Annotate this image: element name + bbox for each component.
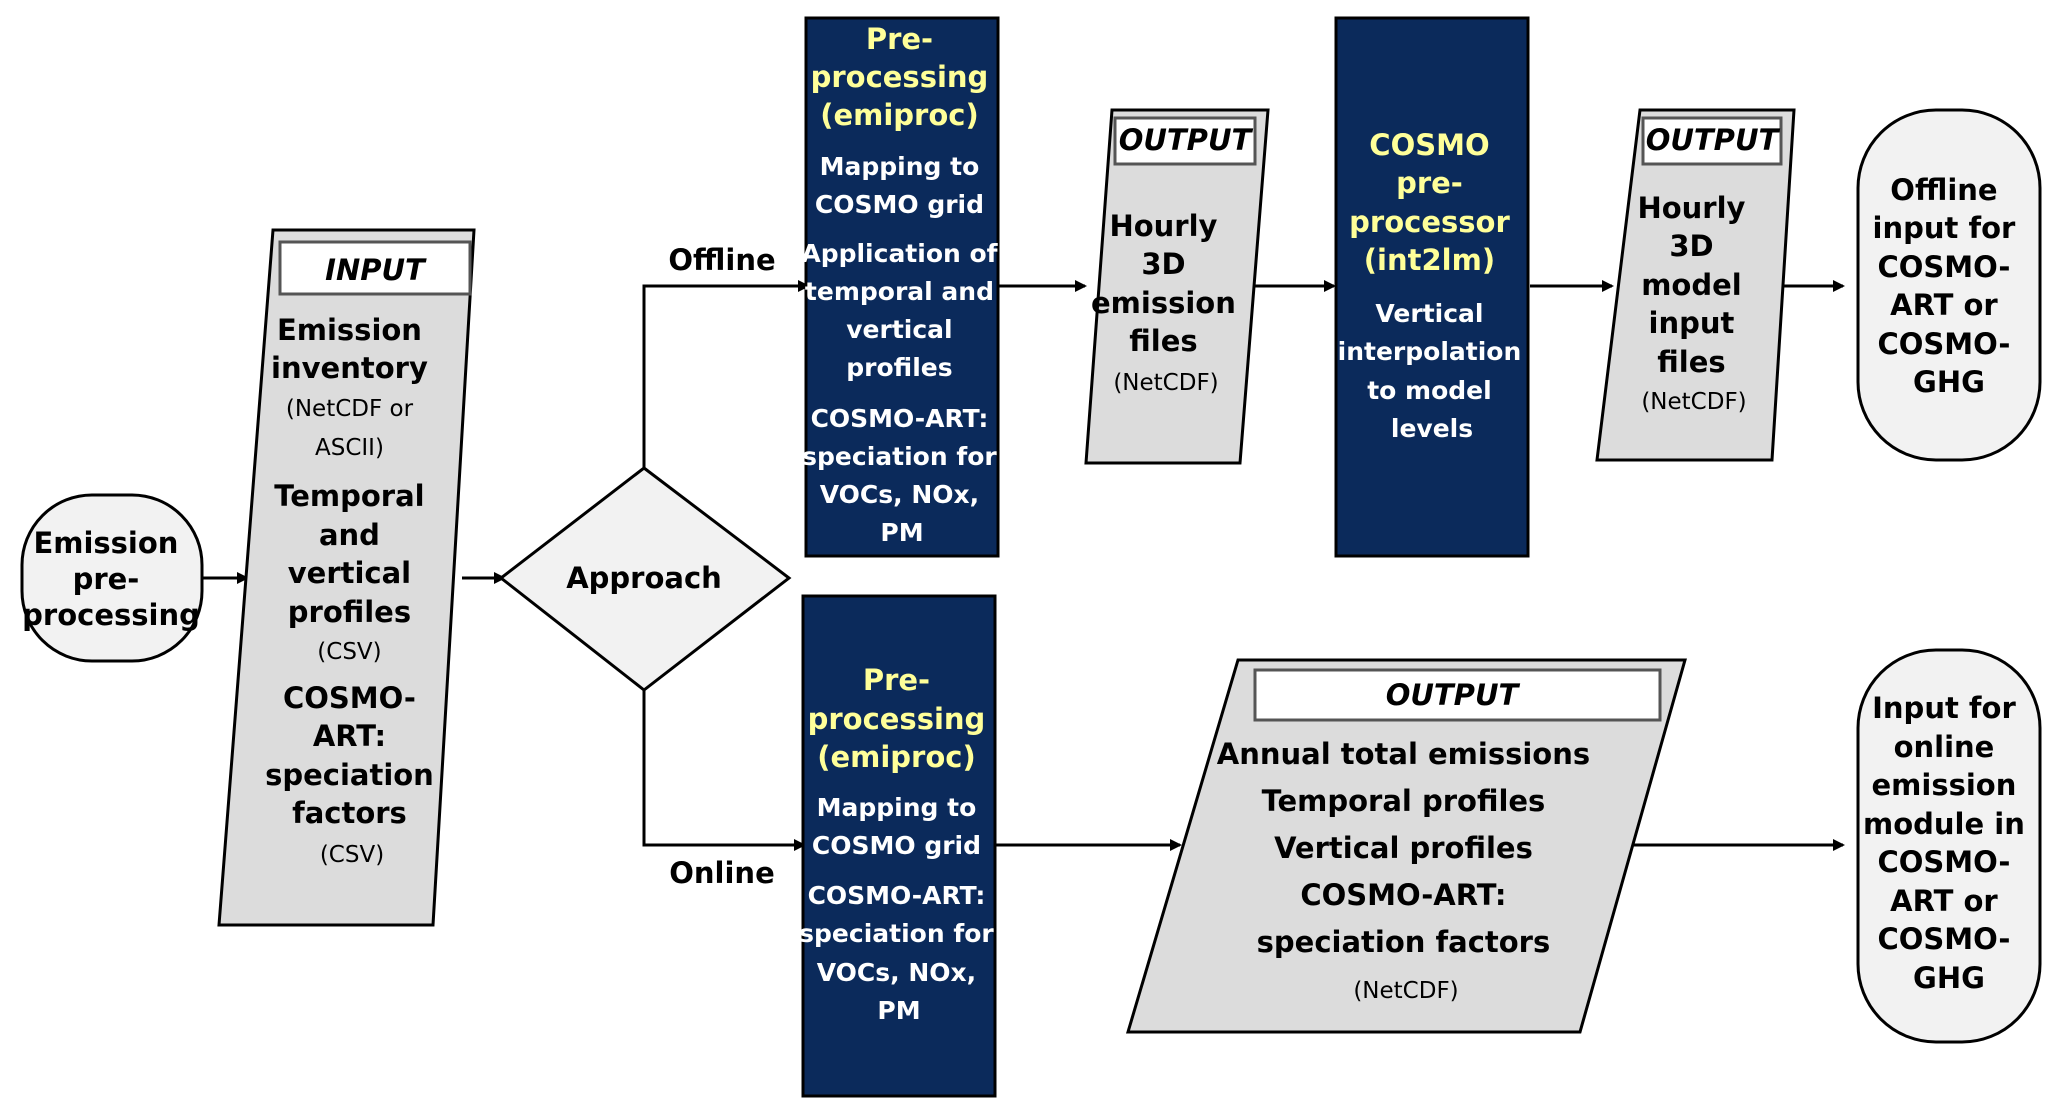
online-output-header: OUTPUT (1386, 678, 1521, 712)
decision-node: Approach Offline Online (498, 243, 792, 890)
online-output-node: OUTPUT Annual total emissions Temporal p… (1125, 658, 1687, 1034)
offline-end-label: Offline input for COSMO- ART or COSMO- G… (1873, 173, 2026, 399)
offline-preproc-text: Pre- processing (emiproc) Mapping to COS… (801, 22, 1002, 547)
output2-text: Hourly 3D model input files (NetCDF) (1637, 191, 1750, 415)
online-output-header-box (1253, 668, 1662, 722)
edge-decision-to-online (642, 690, 806, 851)
online-end-label: Input for online emission module in COSM… (1863, 691, 2035, 995)
output1-header-box (1113, 116, 1257, 166)
cosmo-preproc-node: COSMO pre- processor (int2lm) Vertical i… (1334, 16, 1530, 558)
start-label: Emission pre- processing (22, 526, 200, 632)
branch-offline-label: Offline (668, 243, 775, 277)
online-output-text: Annual total emissions Temporal profiles… (1217, 737, 1595, 1004)
online-end-node: Input for online emission module in COSM… (1856, 648, 2042, 1044)
output2-header: OUTPUT (1646, 123, 1781, 157)
offline-preproc-node: Pre- processing (emiproc) Mapping to COS… (801, 16, 1002, 558)
offline-output1-node: OUTPUT Hourly 3D emission files (NetCDF) (1084, 108, 1270, 465)
output1-header: OUTPUT (1119, 123, 1254, 157)
offline-output2-node: OUTPUT Hourly 3D model input files (NetC… (1595, 108, 1796, 462)
offline-end-node: Offline input for COSMO- ART or COSMO- G… (1856, 108, 2042, 462)
branch-online-label: Online (669, 856, 775, 890)
output2-header-box (1641, 116, 1783, 166)
input-text: Emission inventory (NetCDF or ASCII) Tem… (265, 313, 439, 868)
online-preproc-text: Pre- processing (emiproc) Mapping to COS… (799, 663, 999, 1025)
input-node: INPUT Emission inventory (NetCDF or ASCI… (217, 228, 476, 927)
edge-decision-to-offline (642, 280, 810, 468)
start-node: Emission pre- processing (20, 493, 204, 663)
decision-label: Approach (566, 561, 722, 595)
input-header: INPUT (325, 253, 427, 287)
online-preproc-node: Pre- processing (emiproc) Mapping to COS… (799, 594, 999, 1098)
input-header-box (278, 240, 472, 296)
cosmo-preproc-text: COSMO pre- processor (int2lm) Vertical i… (1338, 128, 1527, 443)
output1-text: Hourly 3D emission files (NetCDF) (1091, 209, 1241, 396)
connectors (200, 280, 1845, 851)
